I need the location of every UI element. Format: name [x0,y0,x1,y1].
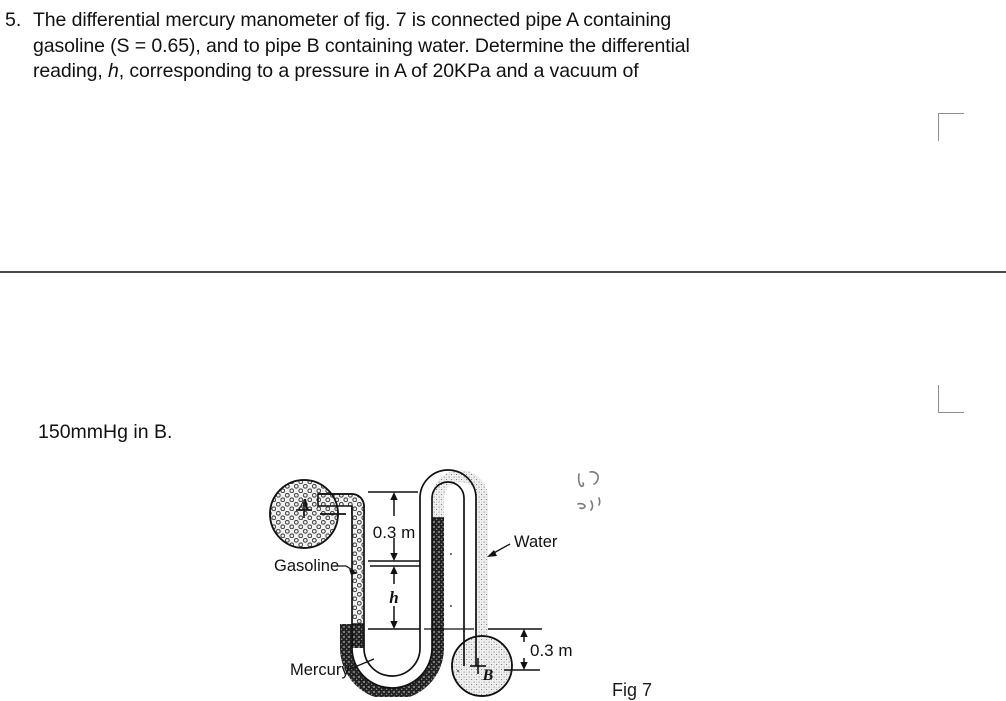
question-number: 5. [5,9,22,31]
pipe-a-outline [269,479,339,549]
figure-caption: Fig 7 [612,680,653,700]
scan-specks [449,552,460,673]
page-divider [0,271,1006,273]
water-label: Water [514,533,558,551]
mercury-leader-line [349,658,375,670]
gasoline-leader-line [334,565,358,575]
dimension-h [368,565,420,630]
crop-mark-bottom-icon [938,385,964,413]
question-line-1: 5. The differential mercury manometer of… [0,8,930,85]
dimension-bottom-label: 0.3 m [530,641,573,660]
dimension-top [368,491,420,562]
question-block: 5. The differential mercury manometer of… [0,8,930,85]
gasoline-label: Gasoline [274,557,339,575]
dimension-top-label: 0.3 m [373,523,416,542]
crop-mark-top-icon [938,113,964,141]
pipe-b-label: B [482,667,494,684]
question-text-line2: gasoline (S = 0.65), and to pipe B conta… [33,34,690,57]
middle-leg-mercury [432,518,444,628]
right-leg-water [476,498,488,660]
left-leg-gasoline [352,506,364,624]
pipe-b-center-cross-icon [470,658,486,674]
water-leader-line [487,543,511,557]
left-leg-mercury [352,624,364,648]
tube-outlines [318,469,477,689]
question-text-line3-prefix: reading, [33,60,108,82]
question-text-line1: The differential mercury manometer of fi… [33,9,672,31]
pipe-b-outline [451,635,513,697]
pipe-a-center-cross-icon [296,502,312,518]
dimension-bottom [488,628,542,671]
mercury-label: Mercury [290,661,350,679]
question-text: The differential mercury manometer of fi… [33,8,930,85]
question-text-variable-h: h [108,60,119,82]
manometer-figure: 0.3 m h 0.3 m Gasoline [258,466,658,697]
continuation-text: 150mmHg in B. [38,421,173,443]
pipe-a-label: A [297,495,309,514]
question-text-line3-suffix: , corresponding to a pressure in A of 20… [118,60,639,82]
dimension-h-label: h [389,588,398,607]
handwritten-scribble-marks [574,470,630,520]
